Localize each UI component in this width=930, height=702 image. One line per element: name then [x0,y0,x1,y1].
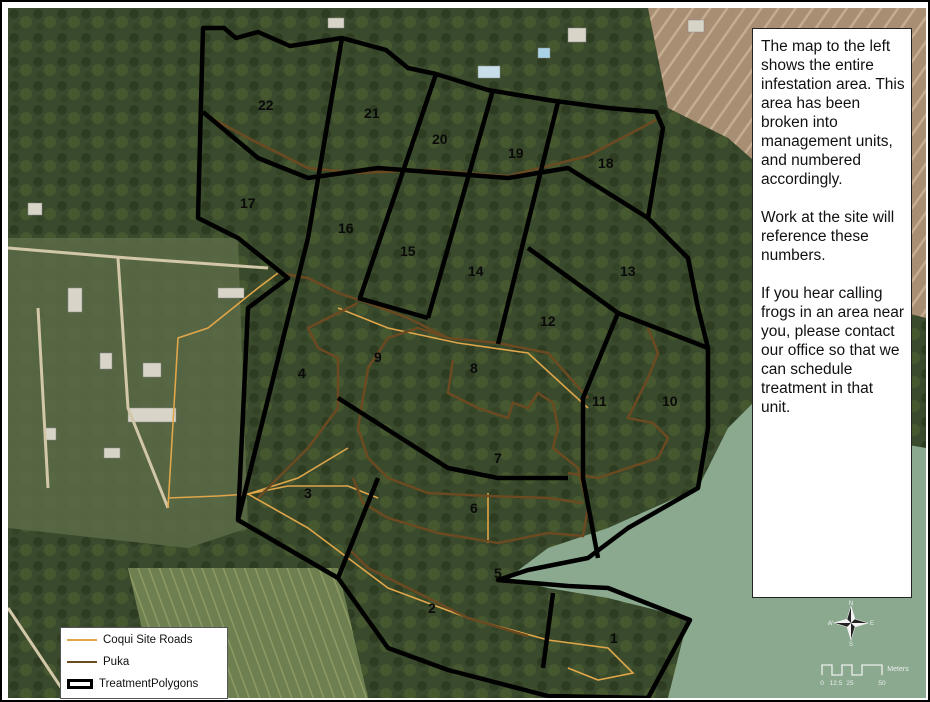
compass-icon: N S E W [827,600,874,648]
unit-label-3: 3 [304,485,312,501]
legend-item-polygons: TreatmentPolygons [67,675,198,693]
legend-label-puka: Puka [103,656,130,668]
unit-label-5: 5 [494,565,502,581]
unit-label-15: 15 [400,243,416,259]
info-paragraph-2: Work at the site will reference these nu… [761,209,895,264]
unit-label-22: 22 [258,97,274,113]
unit-label-7: 7 [494,450,502,466]
unit-label-13: 13 [620,263,636,279]
compass-n: N [849,601,853,607]
legend-item-puka: Puka [67,653,129,671]
scale-tick-0: 0 [820,680,824,687]
unit-label-14: 14 [468,263,484,279]
scale-tick-2: 25 [846,680,854,687]
compass-e: E [870,621,874,627]
puka-line-symbol [67,661,97,663]
treatment-polygons [195,25,711,698]
compass-w: W [828,621,833,627]
compass-s: S [849,642,853,646]
puka-trails [205,113,670,638]
unit-label-9: 9 [374,349,382,365]
legend-item-roads: Coqui Site Roads [67,631,193,649]
unit-label-17: 17 [240,195,256,211]
unit-label-2: 2 [428,600,436,616]
legend-label-polygons: TreatmentPolygons [99,678,199,690]
unit-label-8: 8 [470,360,478,376]
unit-label-16: 16 [338,220,354,236]
polygon-symbol [67,679,93,689]
unit-label-1: 1 [610,630,618,646]
unit-label-20: 20 [432,131,448,147]
unit-label-18: 18 [598,155,614,171]
scale-tick-3: 50 [878,680,886,687]
info-paragraph-3: If you hear calling frogs in an area nea… [761,285,905,416]
unit-label-6: 6 [470,500,478,516]
scale-unit: Meters [887,666,909,673]
residential-roads [8,246,269,698]
info-text-box: The map to the left shows the entire inf… [752,28,912,598]
info-paragraph-1: The map to the left shows the entire inf… [761,38,905,188]
unit-labels: 1 2 3 4 5 6 7 8 9 10 11 12 13 14 15 16 1… [240,97,678,646]
unit-label-10: 10 [662,393,678,409]
unit-label-11: 11 [592,393,607,409]
unit-label-19: 19 [508,145,524,161]
unit-label-12: 12 [540,313,556,329]
legend-label-roads: Coqui Site Roads [103,634,193,646]
unit-label-4: 4 [298,365,306,381]
scale-tick-1: 12.5 [830,680,843,687]
map-legend: Coqui Site Roads Puka TreatmentPolygons [60,627,228,699]
unit-label-21: 21 [364,105,380,121]
houses [27,17,705,459]
scale-bar: Meters 0 12.5 25 50 [820,657,915,687]
road-line-symbol [67,639,97,641]
